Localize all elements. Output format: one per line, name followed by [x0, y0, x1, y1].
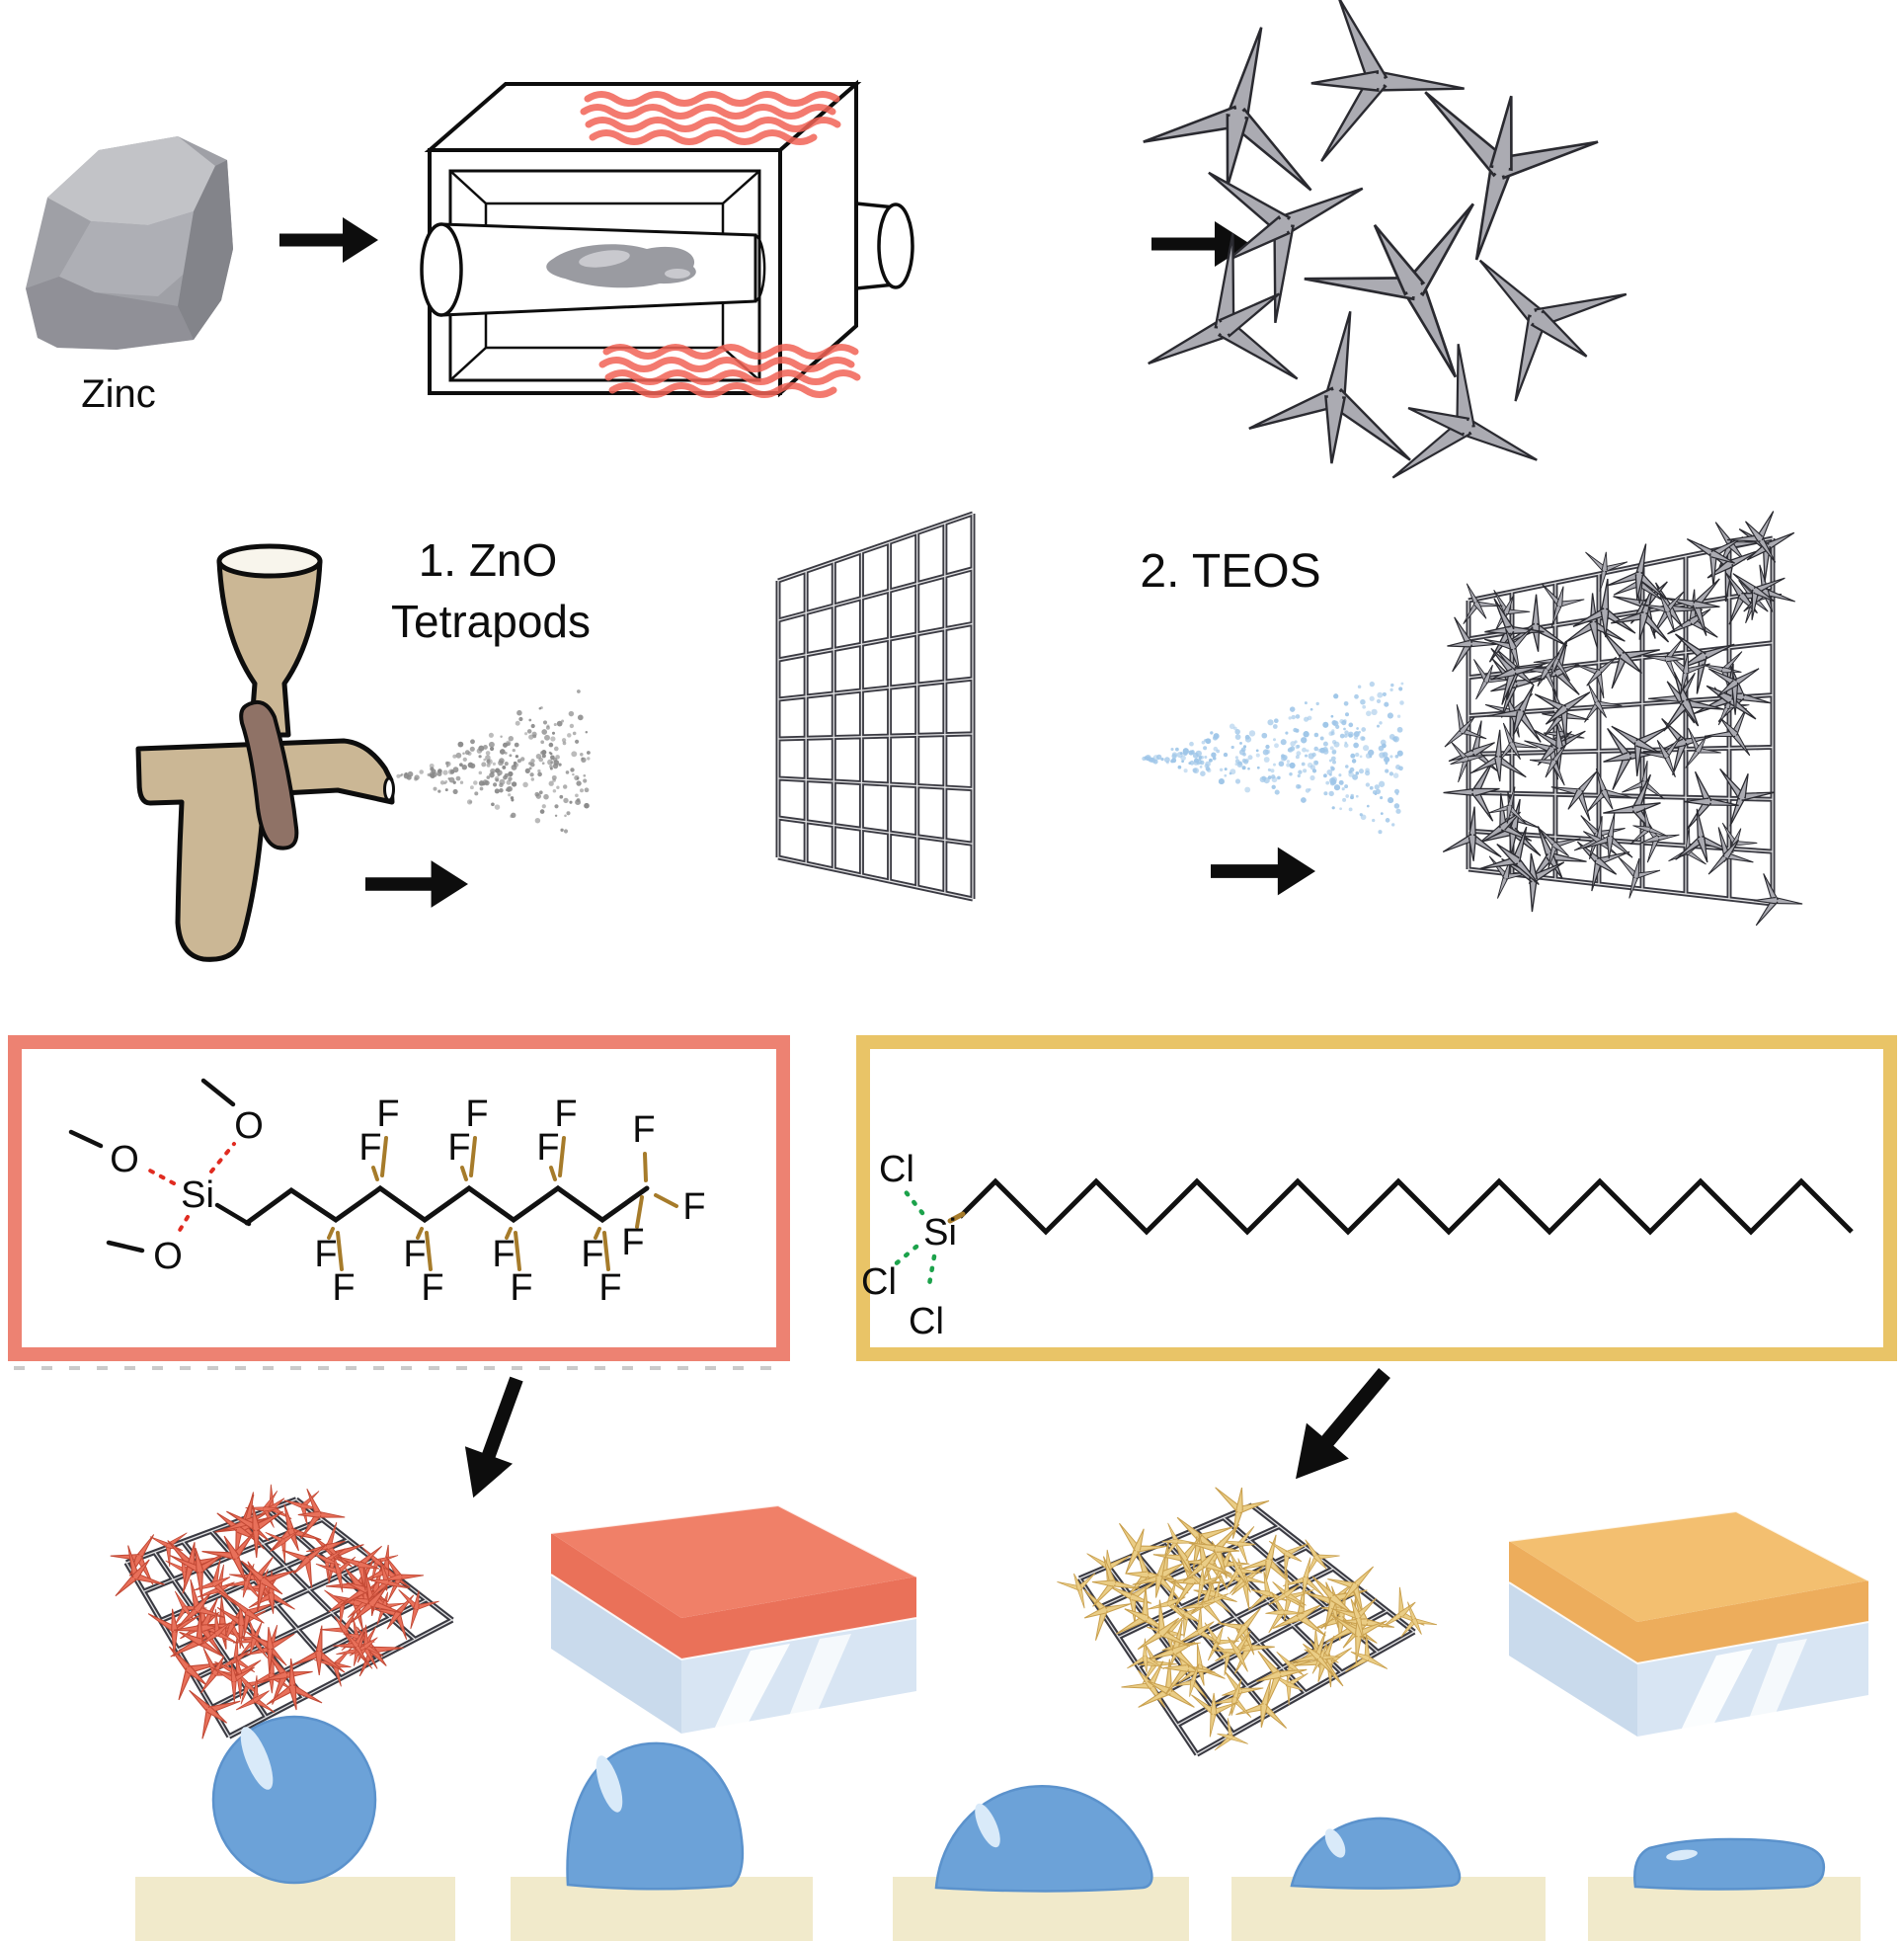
atom-si: Si	[181, 1174, 214, 1216]
atom-f: F	[581, 1234, 603, 1275]
yellow-coated-mesh	[1056, 1479, 1439, 1763]
atom-cl: Cl	[861, 1261, 897, 1303]
atom-f: F	[510, 1267, 532, 1309]
arrow-down-left-yellow	[1296, 1368, 1390, 1480]
droplet-low-dome	[1290, 1817, 1462, 1890]
atom-o: O	[110, 1139, 139, 1180]
atom-f: F	[598, 1267, 621, 1309]
fluorosilane-structure: Si O O O F F F F F F F F F F F F F F F F…	[68, 1078, 706, 1309]
spray-cone-teos	[1142, 681, 1404, 835]
atom-f: F	[447, 1127, 470, 1169]
spray-cone-zno	[396, 689, 591, 834]
airbrush	[135, 543, 395, 962]
atom-cl: Cl	[909, 1301, 944, 1342]
red-coated-mesh	[95, 1480, 454, 1742]
atom-f: F	[421, 1267, 443, 1309]
tube-furnace	[420, 79, 914, 398]
red-coated-slab	[550, 1503, 917, 1734]
atom-f: F	[492, 1234, 515, 1275]
fluorosilane-box	[8, 1035, 790, 1361]
step2-label: 2. TEOS	[1140, 545, 1320, 598]
atom-f: F	[314, 1234, 337, 1275]
atom-f: F	[376, 1093, 399, 1135]
atom-f: F	[682, 1186, 705, 1228]
alkyl-chain	[958, 1177, 1854, 1236]
airbrush-nozzle	[383, 776, 395, 802]
droplet-dome	[934, 1784, 1153, 1893]
atom-f: F	[536, 1127, 559, 1169]
molten-zinc-blob	[546, 244, 696, 288]
zinc-label: Zinc	[81, 372, 156, 416]
atom-f: F	[332, 1267, 355, 1309]
chlorosilane-structure: Si Cl Cl Cl	[861, 1149, 1854, 1342]
loose-tetrapods	[1115, 0, 1642, 537]
arrow-down-left-red	[464, 1376, 523, 1498]
atom-f: F	[403, 1234, 426, 1275]
yellow-coated-slab	[1508, 1509, 1869, 1737]
surface-strips	[135, 1877, 1861, 1941]
arrow-right-1	[279, 217, 378, 263]
airbrush-cup	[216, 543, 323, 579]
droplet-high-dome	[566, 1741, 745, 1891]
arrow-right-2	[1151, 221, 1250, 267]
atom-f: F	[554, 1093, 577, 1135]
droplet-flat	[1633, 1837, 1826, 1891]
step1-label-line1: 1. ZnO	[419, 534, 558, 586]
droplet-near-spherical	[211, 1715, 377, 1885]
atom-f: F	[465, 1093, 488, 1135]
arrow-right-4	[1211, 847, 1315, 896]
atom-o: O	[153, 1236, 183, 1277]
atom-o: O	[234, 1105, 264, 1147]
atom-f: F	[358, 1127, 381, 1169]
surface-strip	[135, 1877, 455, 1941]
arrow-right-3	[365, 860, 468, 908]
step1-label-line2: Tetrapods	[391, 596, 591, 647]
mesh-grid-bare	[775, 511, 976, 902]
atom-f: F	[621, 1222, 644, 1263]
atom-si: Si	[923, 1212, 957, 1254]
heating-coils	[580, 91, 861, 398]
atom-cl: Cl	[879, 1149, 914, 1190]
atom-f: F	[632, 1109, 655, 1151]
water-droplets	[211, 1715, 1826, 1893]
airbrush-trigger	[239, 700, 299, 850]
zinc-rock	[26, 136, 233, 350]
chlorosilane-box	[856, 1035, 1897, 1361]
